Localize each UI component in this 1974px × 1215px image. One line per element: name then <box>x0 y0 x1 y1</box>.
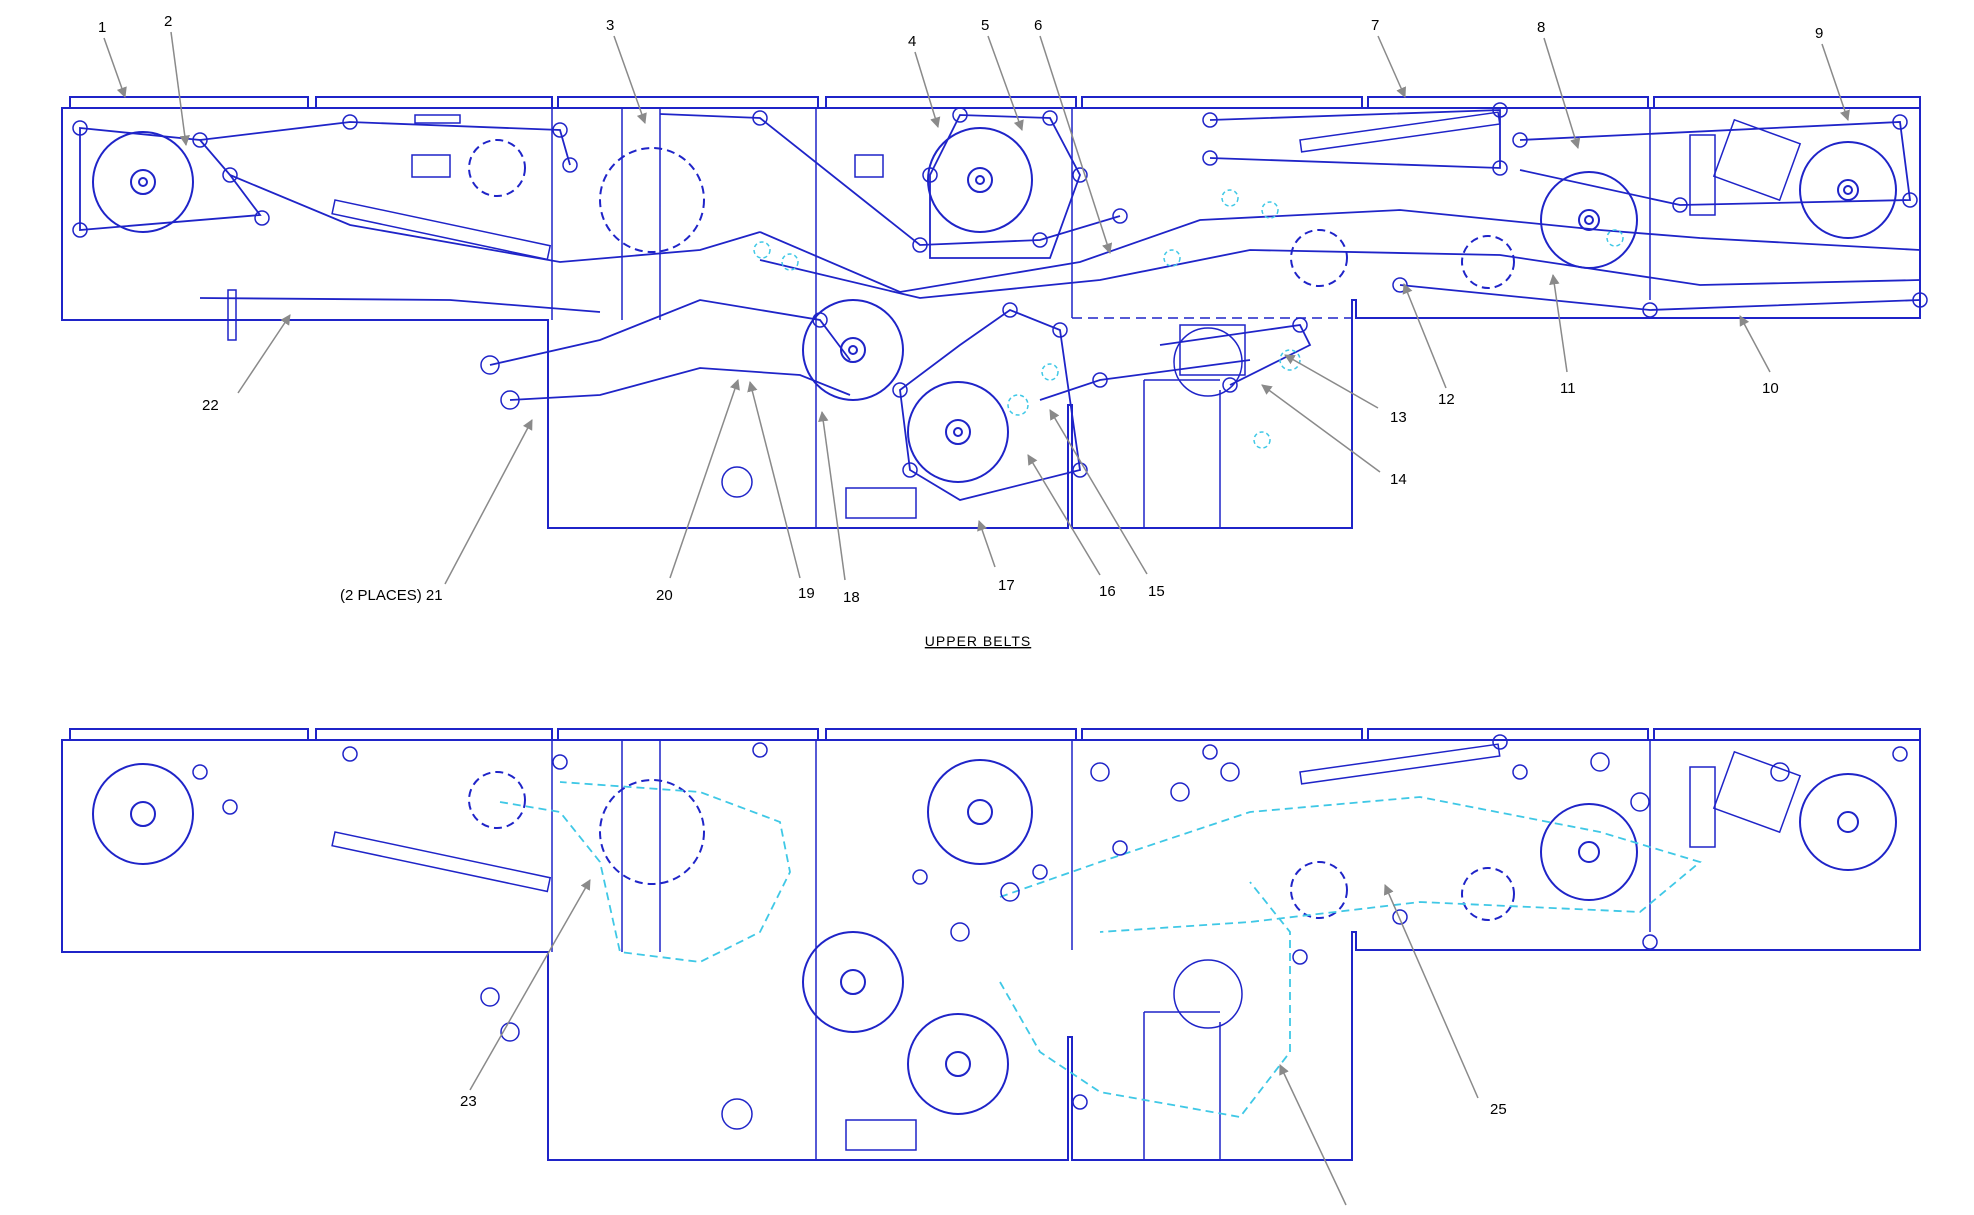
callout-20: 20 <box>656 587 673 604</box>
belt-15-16 <box>1039 359 1251 401</box>
belt-1 <box>79 127 262 231</box>
lower-callout-labels: 23 25 <box>460 1093 1507 1118</box>
belt-7 <box>1209 109 1501 169</box>
belt-4-5 <box>929 114 1081 259</box>
callout-21: (2 PLACES) 21 <box>340 587 443 604</box>
reel-bottom-center <box>907 381 1009 483</box>
callout-9: 9 <box>1815 25 1823 42</box>
lower-leader-lines <box>469 879 1479 1206</box>
main-frame-outline <box>61 107 1921 529</box>
belt-lower-left <box>489 299 851 366</box>
upper-callout-labels: 1 2 3 4 5 6 7 8 9 10 11 12 13 14 15 16 1… <box>98 13 1823 606</box>
belt-middle-long-b <box>759 249 1921 299</box>
lower-small-rollers <box>192 734 1908 1110</box>
callout-23: 23 <box>460 1093 477 1110</box>
reel-right-a <box>1540 171 1638 269</box>
belt-8-9 <box>1519 121 1912 206</box>
belt-22 <box>199 297 601 313</box>
upper-belt-paths <box>79 109 1921 501</box>
callout-17: 17 <box>998 577 1015 594</box>
lower-cyan-belt-paths <box>499 781 1702 1118</box>
belt-upper-long-a <box>229 174 761 263</box>
belt-24 <box>999 881 1291 1118</box>
belt-upper-center <box>659 113 1121 246</box>
callout-12: 12 <box>1438 391 1455 408</box>
callout-18: 18 <box>843 589 860 606</box>
lower-panel-dividers <box>551 740 1651 1160</box>
belt-13-14 <box>1159 324 1312 386</box>
lower-reels <box>92 759 1897 1115</box>
lower-mechanisms <box>331 743 1802 1151</box>
callout-22: 22 <box>202 397 219 414</box>
callout-11: 11 <box>1560 380 1576 397</box>
lower-machine-view <box>61 728 1921 1161</box>
callout-1: 1 <box>98 19 106 36</box>
upper-leader-lines <box>103 31 1850 585</box>
belt-10-11 <box>1399 284 1921 311</box>
callout-14: 14 <box>1390 471 1407 488</box>
callout-2: 2 <box>164 13 172 30</box>
callout-16: 16 <box>1099 583 1116 600</box>
lower-top-rail-plates <box>69 728 1921 741</box>
section-title: UPPER BELTS <box>925 633 1031 649</box>
top-rail-plates <box>69 96 1921 109</box>
lower-frame-outline <box>61 739 1921 1161</box>
callout-10: 10 <box>1762 380 1779 397</box>
belt-2 <box>199 121 571 166</box>
callout-8: 8 <box>1537 19 1545 36</box>
reel-upper-center <box>927 127 1033 233</box>
upper-mechanisms <box>227 111 1802 519</box>
callout-5: 5 <box>981 17 989 34</box>
reel-right-b <box>1799 141 1897 239</box>
upper-machine-view <box>61 96 1928 529</box>
cyan-dashed-rollers <box>753 189 1624 449</box>
dashed-reels <box>468 139 1515 289</box>
callout-13: 13 <box>1390 409 1407 426</box>
callout-15: 15 <box>1148 583 1165 600</box>
panel-dividers <box>551 108 1651 528</box>
belt-23 <box>499 781 791 963</box>
callout-7: 7 <box>1371 17 1379 34</box>
callout-3: 3 <box>606 17 614 34</box>
reel-lower-center <box>802 299 904 401</box>
upper-small-rollers <box>72 102 1928 478</box>
callout-6: 6 <box>1034 17 1042 34</box>
belt-25 <box>999 796 1702 933</box>
callout-4: 4 <box>908 33 916 50</box>
callout-25: 25 <box>1490 1101 1507 1118</box>
callout-19: 19 <box>798 585 815 602</box>
lower-dashed-reels <box>468 771 1515 921</box>
reel-left <box>92 131 194 233</box>
belt-21 <box>509 367 851 401</box>
belt-middle-long <box>759 209 1921 293</box>
belt-17-18 <box>899 308 1082 501</box>
